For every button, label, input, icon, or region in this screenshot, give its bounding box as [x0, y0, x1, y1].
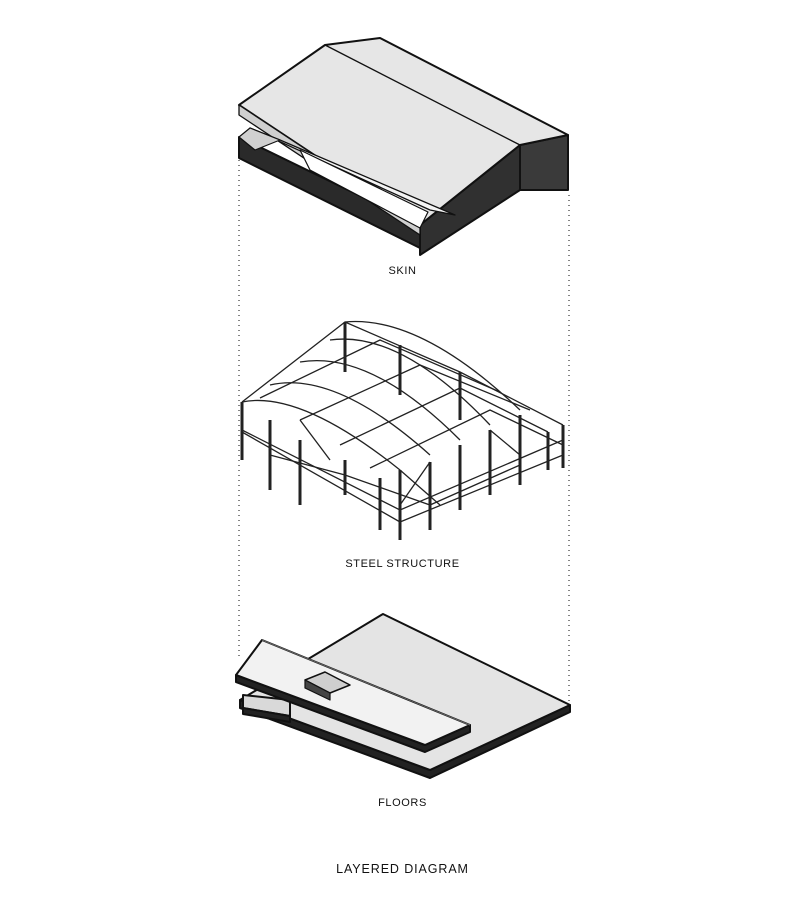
diagram-title: LAYERED DIAGRAM [336, 862, 469, 876]
projection-guides [238, 160, 570, 705]
floors-label: FLOORS [378, 797, 427, 809]
skin-layer [238, 37, 569, 256]
steel-structure-label: STEEL STRUCTURE [345, 558, 460, 570]
steel-structure-layer [240, 320, 565, 540]
floors-layer [235, 613, 571, 779]
skin-label: SKIN [388, 265, 417, 277]
